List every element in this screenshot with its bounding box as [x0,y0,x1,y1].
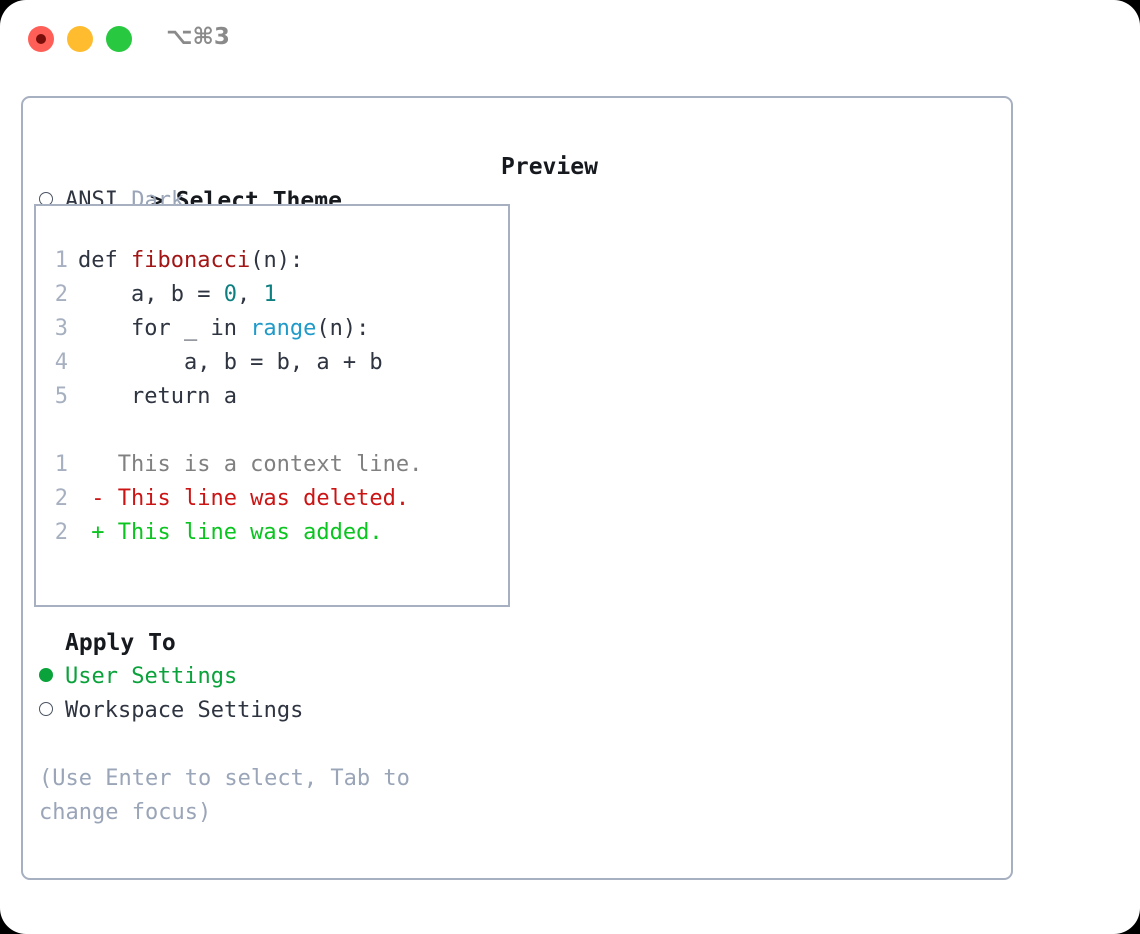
code-token: , [236,282,264,307]
line-number: 2 [54,520,68,545]
apply-to-header: Apply To [65,630,176,656]
code-token: a, b = [78,282,224,307]
code-token: fibonacci [130,248,251,273]
radio-dot [39,702,53,716]
keyboard-shortcut-label: ⌥⌘3 [166,24,230,50]
code-token: (n): [316,316,370,341]
diff-line: 2 - This line was deleted. [46,482,502,516]
maximize-button[interactable] [106,26,132,52]
line-number: 1 [54,248,68,273]
preview-title: Preview [501,154,598,180]
code-token: (n): [250,248,304,273]
code-line: 3 for _ in range(n): [46,312,502,346]
diff-text: + This line was added. [78,520,383,545]
line-number: 5 [54,384,68,409]
close-button[interactable] [28,26,54,52]
code-preview-separator [46,414,502,448]
code-token: range [250,316,317,341]
line-number: 2 [54,282,68,307]
diff-text: This is a context line. [78,452,423,477]
diff-line: 1 This is a context line. [46,448,502,482]
radio-unselected-icon [39,694,65,728]
code-line: 5 return a [46,380,502,414]
radio-selected-icon [39,660,65,694]
preview-column: Preview [501,150,991,184]
apply-to-option[interactable]: Workspace Settings [39,694,469,728]
keyboard-hint-text: (Use Enter to select, Tab to change focu… [39,766,424,825]
line-number: 3 [54,316,68,341]
radio-dot [39,668,53,682]
code-line: 2 a, b = 0, 1 [46,278,502,312]
theme-picker-header: >Select Theme [39,150,469,214]
code-token: a, b = b, a + b [78,350,383,375]
apply-to-label: Workspace Settings [65,698,304,723]
diff-line: 2 + This line was added. [46,516,502,550]
minimize-button[interactable] [67,26,93,52]
line-number: 1 [54,452,68,477]
code-token: 1 [263,282,277,307]
content-panel: >Select Theme ANSI DarkAtom One DarkAyu … [21,96,1013,880]
line-number: 4 [54,350,68,375]
code-token: return a [78,384,237,409]
code-line: 4 a, b = b, a + b [46,346,502,380]
apply-to-option[interactable]: User Settings [39,660,469,694]
code-token: 0 [223,282,237,307]
code-line: 1 def fibonacci(n): [46,244,502,278]
diff-text: - This line was deleted. [78,486,410,511]
code-token: for _ in [78,316,251,341]
title-bar: ⌥⌘3 [0,0,1140,78]
line-number: 2 [54,486,68,511]
code-token: def [78,248,131,273]
apply-to-label: User Settings [65,664,238,689]
